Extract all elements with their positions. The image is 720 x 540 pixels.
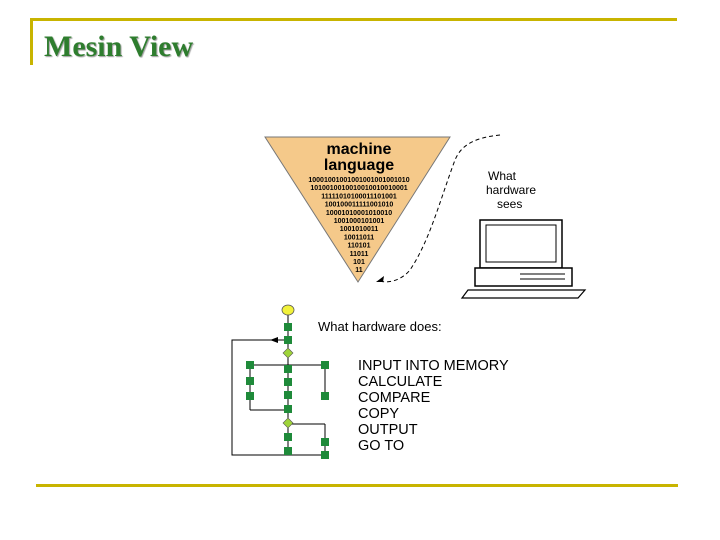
binary-row: 11	[355, 267, 363, 274]
operation-item: COPY	[358, 406, 399, 422]
binary-row: 1001010011	[340, 226, 379, 233]
binary-row: 100100011111001010	[325, 202, 394, 209]
binary-row: 10001010001010010	[326, 210, 392, 217]
hardware-does-heading: What hardware does:	[318, 319, 442, 334]
operation-item: OUTPUT	[358, 422, 418, 438]
language-label: language	[324, 157, 394, 174]
computer-icon	[460, 219, 587, 299]
sees-line2: hardware	[486, 183, 536, 197]
operation-item: INPUT INTO MEMORY	[358, 358, 509, 374]
flowchart-icon	[231, 304, 329, 459]
arrow-tip	[376, 276, 384, 282]
frame-bottom-rule	[36, 484, 678, 487]
binary-row: 11111010100011101001	[321, 193, 397, 200]
machine-label: machine	[327, 141, 392, 158]
sees-line1: What	[488, 169, 517, 183]
frame-top-rule	[30, 18, 677, 21]
machine-language-triangle: machine language 10001001001001001001001…	[264, 136, 451, 283]
operation-item: COMPARE	[358, 390, 431, 406]
triangle-shape	[264, 136, 451, 283]
operation-item: GO TO	[358, 438, 404, 454]
start-node	[281, 304, 295, 316]
dashed-arrow	[377, 134, 501, 283]
binary-row: 110101	[348, 243, 371, 250]
binary-code: 1000100100100100100100101010100100100100…	[308, 177, 409, 274]
binary-row: 11011	[350, 251, 369, 258]
binary-row: 10001001001001001001001010	[308, 177, 409, 184]
sees-line3: sees	[497, 197, 522, 211]
hardware-sees-label: What hardware sees	[486, 169, 536, 211]
binary-row: 10011011	[344, 234, 374, 241]
slide-title: Mesin View	[44, 30, 194, 63]
operation-item: CALCULATE	[358, 374, 443, 390]
operations-list: INPUT INTO MEMORYCALCULATECOMPARECOPYOUT…	[358, 358, 509, 454]
binary-row: 1001000101001	[334, 218, 385, 225]
frame-left-rule	[30, 18, 33, 65]
binary-row: 1010010010010010010010001	[310, 185, 407, 192]
binary-row: 101	[353, 259, 365, 266]
